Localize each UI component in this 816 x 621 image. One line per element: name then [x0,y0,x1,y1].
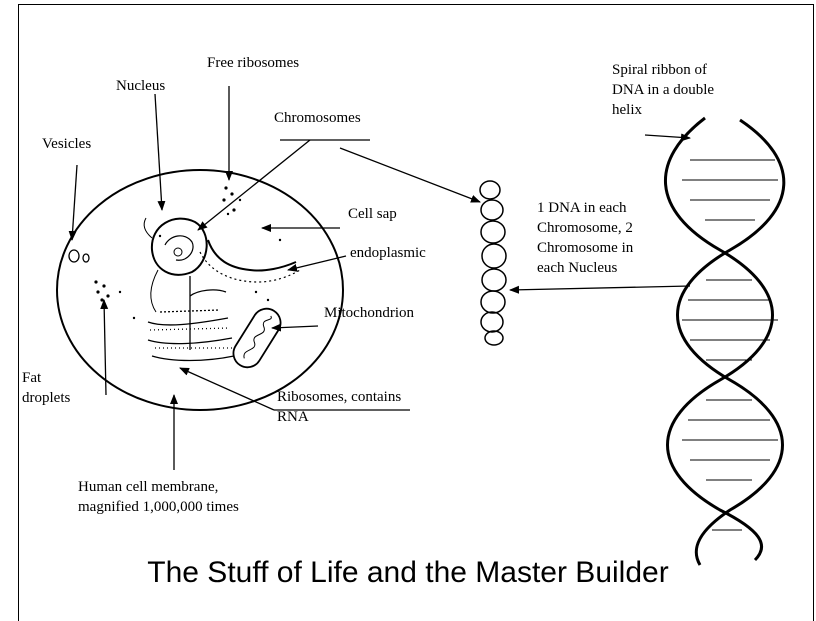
vesicles-shape [69,250,89,262]
label-free-ribosomes: Free ribosomes [207,53,299,73]
label-ribosomes-rna: Ribosomes, contains RNA [277,387,401,427]
label-chromosomes: Chromosomes [274,108,361,128]
figure-caption: The Stuff of Life and the Master Builder [0,556,816,590]
mitochondrion-shape [228,303,286,372]
ribosome-branches [148,276,234,361]
chromosome-chain [480,181,506,345]
label-nucleus: Nucleus [116,76,165,96]
fat-droplets-shape [94,280,109,301]
label-vesicles: Vesicles [42,134,91,154]
label-fat-droplets: Fat droplets [22,368,70,408]
label-endoplasmic: endoplasmic [350,243,426,263]
dna-strand-b [678,120,784,565]
endoplasmic-reticulum-shape [208,240,296,271]
cell [57,170,343,410]
dna-double-helix [665,118,783,565]
label-human-cell-membrane: Human cell membrane, magnified 1,000,000… [78,477,239,517]
cell-membrane [57,170,343,410]
nucleus-shape [144,218,206,312]
label-dna-helix: Spiral ribbon of DNA in a double helix [612,60,714,120]
label-dna-per-chromosome: 1 DNA in each Chromosome, 2 Chromosome i… [537,198,633,278]
label-cell-sap: Cell sap [348,204,397,224]
label-mitochondrion: Mitochondrion [324,303,414,323]
